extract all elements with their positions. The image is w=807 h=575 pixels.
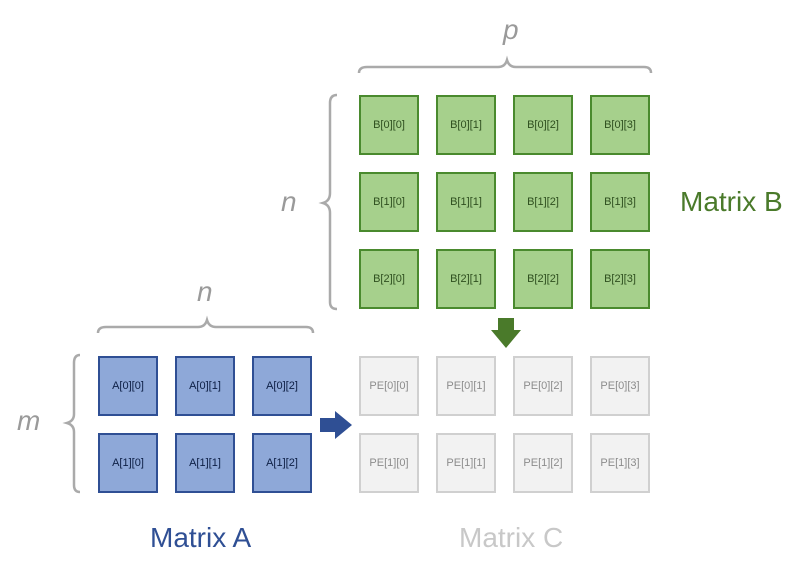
matrix-b-cell: B[0][3] xyxy=(590,95,650,155)
matrix-a-cell: A[1][0] xyxy=(98,433,158,493)
dim-label-m: m xyxy=(17,405,41,436)
dim-label-p: p xyxy=(503,14,519,45)
matrix-a-cell: A[0][1] xyxy=(175,356,235,416)
matrix-b-cell: B[0][2] xyxy=(513,95,573,155)
matrix-c-cell: PE[1][3] xyxy=(590,433,650,493)
matrix-c-cell: PE[0][3] xyxy=(590,356,650,416)
matrix-a-cell: A[1][1] xyxy=(175,433,235,493)
matrix-a-cell: A[0][2] xyxy=(252,356,312,416)
matrix-b-title: Matrix B xyxy=(680,186,783,217)
matrix-a-cell: A[0][0] xyxy=(98,356,158,416)
dim-label-n-rows: n xyxy=(281,186,297,217)
matrix-b-cell: B[2][1] xyxy=(436,249,496,309)
matrix-b-cell: B[1][2] xyxy=(513,172,573,232)
matrix-c-cell: PE[1][0] xyxy=(359,433,419,493)
matrix-c-cell: PE[0][2] xyxy=(513,356,573,416)
matrix-b-cell: B[2][3] xyxy=(590,249,650,309)
matrix-c-cell: PE[0][1] xyxy=(436,356,496,416)
matrix-a-cell: A[1][2] xyxy=(252,433,312,493)
matrix-c-cell: PE[1][2] xyxy=(513,433,573,493)
matrix-c-cell: PE[0][0] xyxy=(359,356,419,416)
matrix-b-cell: B[0][1] xyxy=(436,95,496,155)
matrix-b-cell: B[0][0] xyxy=(359,95,419,155)
matrix-c-cell: PE[1][1] xyxy=(436,433,496,493)
matrix-b-cell: B[2][2] xyxy=(513,249,573,309)
down-arrow-icon xyxy=(491,318,521,348)
matrix-b-cell: B[1][3] xyxy=(590,172,650,232)
brace-m xyxy=(62,353,81,494)
matrix-a-title: Matrix A xyxy=(150,522,252,553)
matrix-b-cell: B[1][1] xyxy=(436,172,496,232)
brace-n-cols xyxy=(96,315,315,334)
matrix-c-title: Matrix C xyxy=(459,522,564,553)
matrix-b-cell: B[2][0] xyxy=(359,249,419,309)
brace-p xyxy=(357,55,653,74)
matrix-b-cell: B[1][0] xyxy=(359,172,419,232)
brace-n-rows xyxy=(318,93,338,311)
right-arrow-icon xyxy=(320,411,352,439)
dim-label-n-cols: n xyxy=(197,276,213,307)
